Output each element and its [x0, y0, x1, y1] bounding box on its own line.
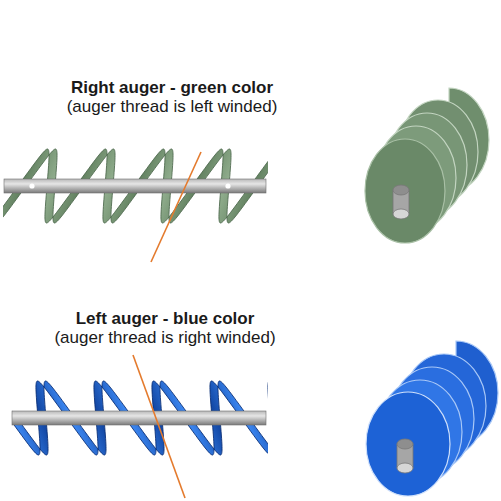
green-shaft [4, 179, 266, 193]
shaft-hole [29, 183, 34, 188]
shaft-hole [225, 183, 230, 188]
helix-angle-line [151, 152, 201, 262]
auger-title: Left auger - blue color [76, 309, 255, 329]
blue-auger-perspective [366, 341, 498, 496]
green-auger-perspective [365, 88, 489, 243]
auger-note: (auger thread is left winded) [67, 97, 278, 117]
helix-angle-line [133, 355, 185, 498]
green-auger [3, 149, 268, 223]
blue-shaft [12, 411, 266, 425]
auger-title: Right auger - green color [71, 78, 273, 98]
auger-note: (auger thread is right winded) [54, 328, 275, 348]
blue-auger [12, 381, 268, 455]
